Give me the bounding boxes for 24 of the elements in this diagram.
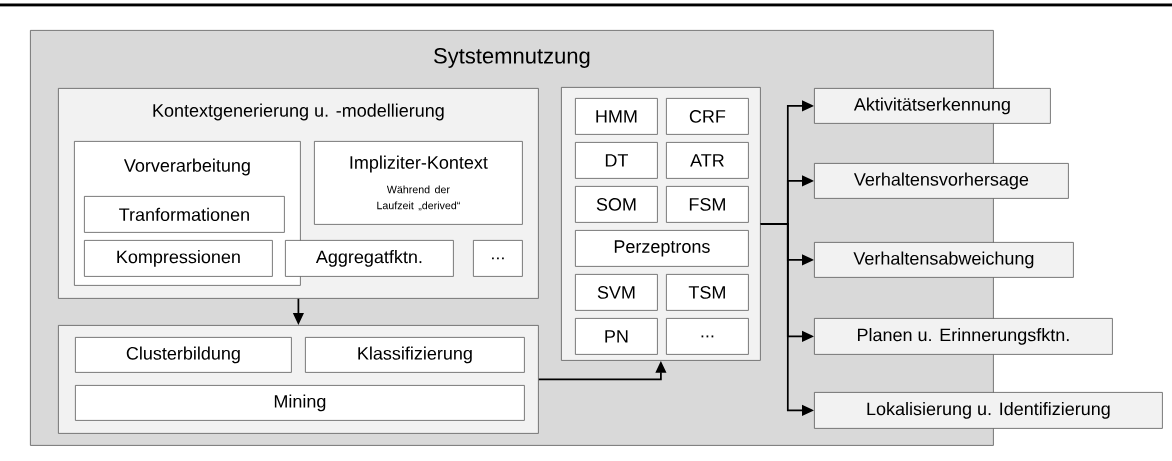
output-box: Lokalisierung u. Identifizierung [814,392,1163,429]
process-box: ATR [666,142,749,179]
process-box: Aggregatfktn. [285,240,454,277]
process-box: Impliziter-Kontext Während der Laufzeit „derived“ [314,141,523,225]
process-box: Clusterbildung [75,337,292,373]
process-box: SOM [575,186,658,223]
process-box: ... [473,240,523,277]
process-box: HMM [575,98,658,135]
process-box: Tranformationen [84,196,285,233]
process-box: CRF [666,98,749,135]
output-box: Aktivitätserkennung [814,88,1051,124]
process-box: Perzeptrons [575,230,749,267]
process-box: SVM [575,274,658,311]
process-box: ... [666,318,749,355]
process-box: DT [575,142,658,179]
output-box: Planen u. Erinnerungsfktn. [814,318,1113,355]
output-box: Verhaltensabweichung [814,242,1074,278]
process-box: Kompressionen [84,240,273,277]
process-box: PN [575,318,658,355]
process-box: Mining [75,385,525,421]
process-box: Klassifizierung [305,337,525,373]
process-box: TSM [666,274,749,311]
process-box: FSM [666,186,749,223]
output-box: Verhaltensvorhersage [814,163,1069,199]
